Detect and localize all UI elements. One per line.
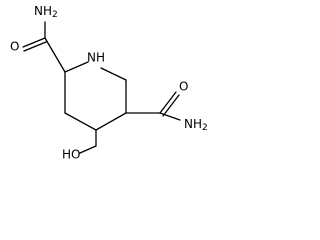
double-bond-right-outer [159,91,177,114]
ring-bond-n-c2 [64,61,89,73]
bond-hydroxyl-label [79,145,97,154]
ring-bond-c4-c5 [95,112,127,131]
hydroxyl-label: HO [62,148,80,162]
ring-nitrogen-label: NH [87,51,105,65]
ring-bond-c3-c4 [64,112,97,131]
double-bond-top-inner [23,41,47,52]
bond-c2-carbonyl-top [44,37,66,73]
amide-right-oxygen-label: O [179,80,188,94]
double-bond-right-inner [162,94,180,117]
amide-right-nitrogen-label: NH2 [184,117,208,133]
molecule-structure: NH NH2 O O NH2 HO [10,4,208,162]
double-bond-top-outer [22,37,46,48]
amide-top-oxygen-label: O [10,40,19,54]
bond-carbonyl-right-nh2 [159,112,181,121]
amide-top-nitrogen-label: NH2 [34,4,58,20]
ring-bond-c6-n [100,67,127,81]
